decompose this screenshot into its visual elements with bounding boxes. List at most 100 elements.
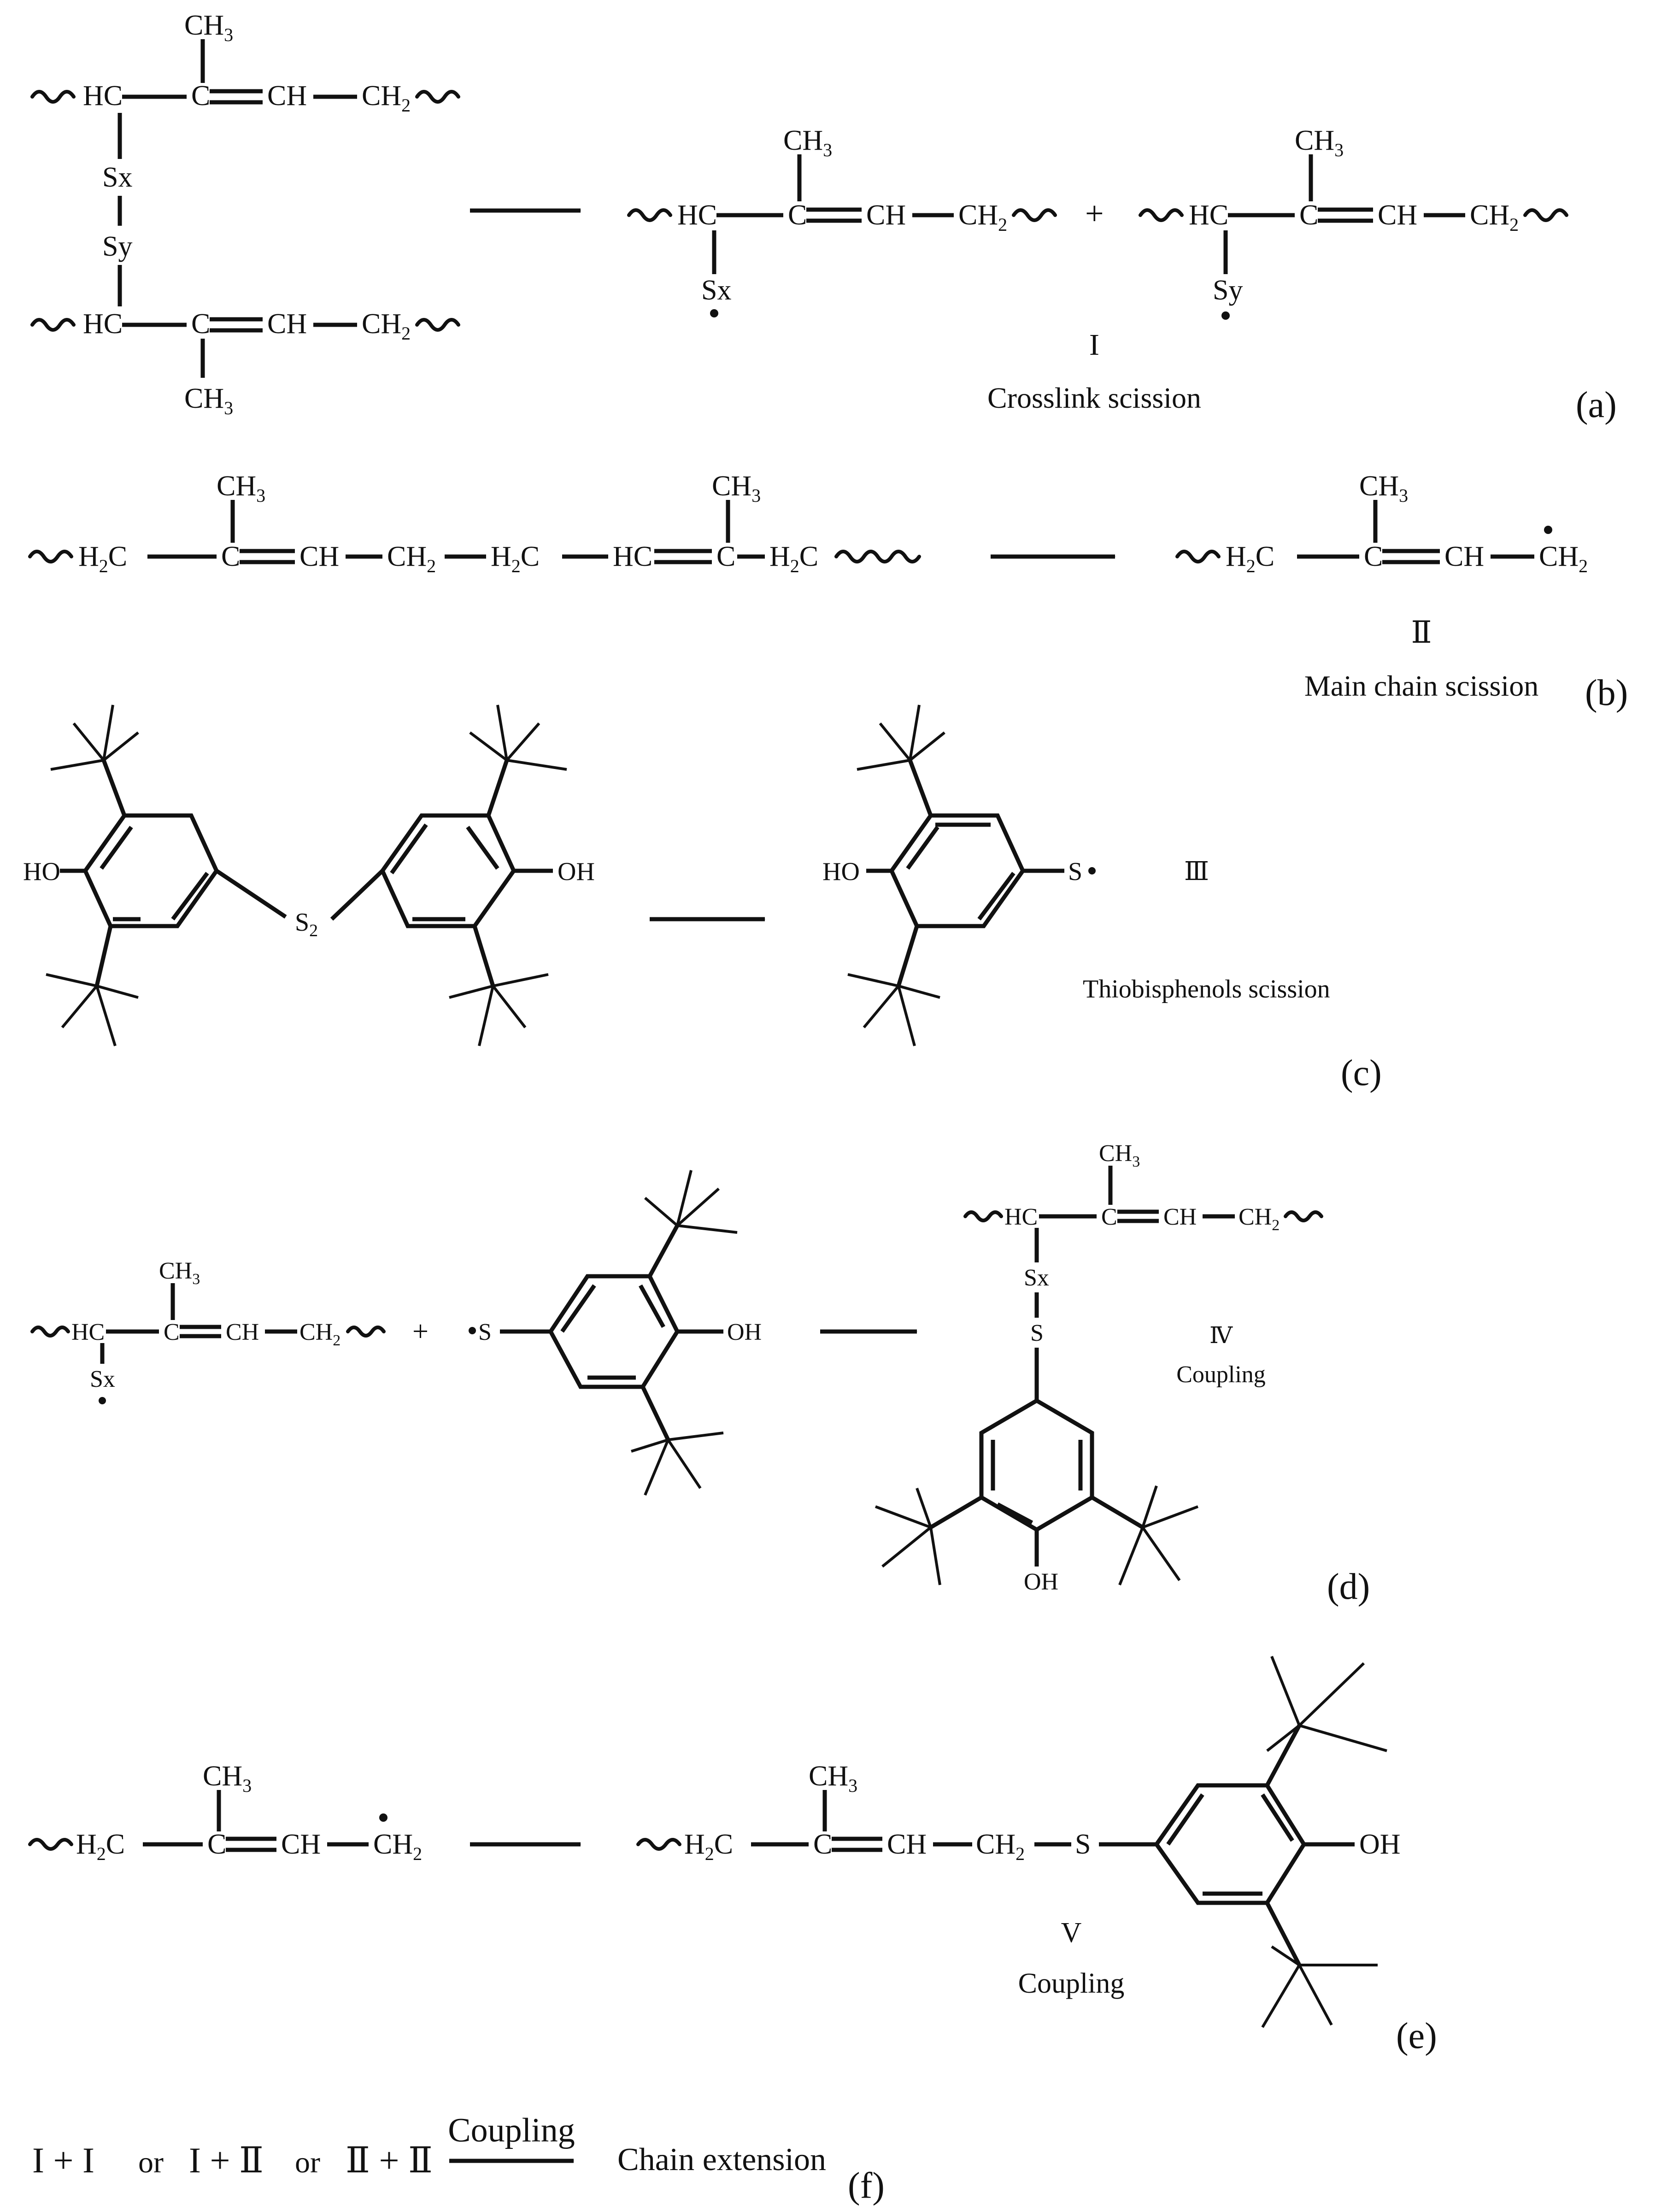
- bond: [676, 1187, 720, 1227]
- aromatic-bond: [639, 1284, 665, 1328]
- bond: [863, 985, 900, 1028]
- bond: [1118, 1526, 1144, 1586]
- label-ch3: CH3: [184, 10, 233, 45]
- bond: [631, 1438, 669, 1453]
- wavy-chain-end-icon: [1012, 208, 1057, 222]
- wavy-chain-end-icon: [30, 90, 76, 104]
- benzene-ring: [979, 1398, 1094, 1532]
- label-ch: CH: [267, 80, 307, 111]
- equation-term-3: Ⅱ + Ⅱ: [346, 2140, 433, 2180]
- label-s: S: [1068, 857, 1082, 886]
- aromatic-bond: [1166, 1793, 1204, 1846]
- label-hc: HC: [613, 541, 652, 572]
- benzene-ring: [889, 813, 1026, 928]
- panel-c: HO S2 OH: [23, 704, 1382, 1093]
- wavy-chain-end-icon: [1139, 208, 1184, 222]
- bond: [493, 973, 549, 987]
- label-ch2: CH2: [958, 199, 1007, 235]
- benzene-ring: [1154, 1783, 1307, 1905]
- caption-main-chain-scission: Main chain scission: [1304, 669, 1538, 702]
- bond: [1298, 1662, 1365, 1727]
- label-ch3: CH3: [1359, 470, 1408, 506]
- label-sx: Sx: [1024, 1265, 1049, 1291]
- bond: [478, 986, 494, 1046]
- bond: [881, 1526, 932, 1568]
- product-number-III: Ⅲ: [1184, 857, 1209, 886]
- radical-dot-icon: [710, 309, 718, 317]
- bond: [1265, 1901, 1301, 1966]
- wavy-chain-end-icon: [30, 318, 76, 332]
- label-c: C: [1299, 199, 1318, 231]
- radical-dot-icon: [99, 1397, 106, 1404]
- label-h2c: H2C: [1226, 541, 1274, 576]
- panel-b: H2C C CH CH2 H2C HC C H2C CH3 CH3: [28, 470, 1628, 713]
- label-h2c: H2C: [491, 541, 540, 576]
- wavy-chain-end-icon: [1284, 1210, 1323, 1222]
- bond: [668, 1432, 724, 1441]
- label-hc: HC: [1004, 1204, 1038, 1230]
- bond: [449, 985, 493, 999]
- bond: [486, 759, 509, 816]
- label-sy: Sy: [1213, 275, 1243, 306]
- panel-tag-a: (a): [1576, 385, 1617, 425]
- label-c: C: [788, 199, 807, 231]
- plus-sign: +: [1085, 195, 1104, 232]
- bond: [879, 722, 911, 761]
- label-ch3: CH3: [159, 1258, 200, 1288]
- bond: [1266, 1724, 1300, 1752]
- thiobisphenol-right-ring: OH: [380, 704, 595, 1046]
- bond: [330, 869, 384, 921]
- label-c: C: [716, 541, 735, 572]
- label-c: C: [191, 80, 210, 111]
- aromatic-bond: [171, 872, 209, 921]
- label-c: C: [1364, 541, 1383, 572]
- bond: [50, 759, 104, 771]
- label-sx: Sx: [102, 162, 132, 193]
- panel-d: HC C CH CH2 CH3 Sx + S OH: [30, 1140, 1370, 1607]
- thiobisphenol-left-ring: HO: [23, 704, 219, 1046]
- label-ch3: CH3: [203, 1760, 252, 1796]
- label-hc: HC: [83, 308, 123, 340]
- word-or: or: [295, 2146, 320, 2179]
- label-c: C: [221, 541, 240, 572]
- benzene-ring: [380, 813, 517, 928]
- wavy-chain-end-icon: [415, 318, 460, 332]
- bond: [46, 973, 97, 987]
- product-number-IV: Ⅳ: [1209, 1322, 1233, 1348]
- label-sx: Sx: [701, 275, 731, 306]
- product-III-thiyl-radical: HO S: [822, 704, 1096, 1046]
- label-oh: OH: [727, 1319, 762, 1345]
- radical-dot-icon: [469, 1327, 476, 1334]
- wavy-chain-end-icon: [627, 208, 672, 222]
- caption-coupling-e: Coupling: [1018, 1968, 1125, 1999]
- label-c: C: [207, 1829, 226, 1860]
- panel-e: H2C C CH CH2 CH3 H2C C CH CH2 S: [28, 1655, 1437, 2056]
- arrow-label-coupling: Coupling: [448, 2112, 575, 2149]
- panel-tag-f: (f): [848, 2165, 885, 2206]
- reactant-II-radical: H2C C CH CH2 CH3: [28, 1760, 422, 1864]
- bond: [505, 722, 540, 761]
- label-s2: S2: [295, 908, 318, 940]
- panel-tag-d: (d): [1327, 1567, 1370, 1607]
- label-ch: CH: [866, 199, 906, 231]
- label-ch2: CH2: [1539, 541, 1588, 576]
- bond: [929, 1527, 941, 1585]
- product-V-coupled: H2C C CH CH2 S CH3 OH: [636, 1655, 1401, 2028]
- label-h2c: H2C: [76, 1829, 125, 1864]
- bond: [677, 1224, 738, 1234]
- panel-f: I + I or I + Ⅱ or Ⅱ + Ⅱ Coupling Chain e…: [32, 2112, 885, 2206]
- bond: [496, 704, 508, 761]
- product-I-radical-sy: HC C CH CH2 CH3 Sy: [1139, 125, 1568, 320]
- bond: [215, 869, 287, 919]
- caption-coupling-d: Coupling: [1176, 1361, 1266, 1388]
- label-ch3: CH3: [1099, 1140, 1140, 1170]
- label-ch2: CH2: [362, 80, 411, 116]
- bond: [908, 759, 933, 816]
- product-I-radical-sx: HC C CH CH2 CH3 Sx: [627, 125, 1057, 317]
- bond: [72, 722, 105, 761]
- aromatic-bond: [560, 1284, 596, 1333]
- label-hc: HC: [71, 1319, 105, 1345]
- bond: [103, 731, 139, 762]
- bond: [1141, 1485, 1158, 1528]
- label-oh: OH: [558, 857, 595, 886]
